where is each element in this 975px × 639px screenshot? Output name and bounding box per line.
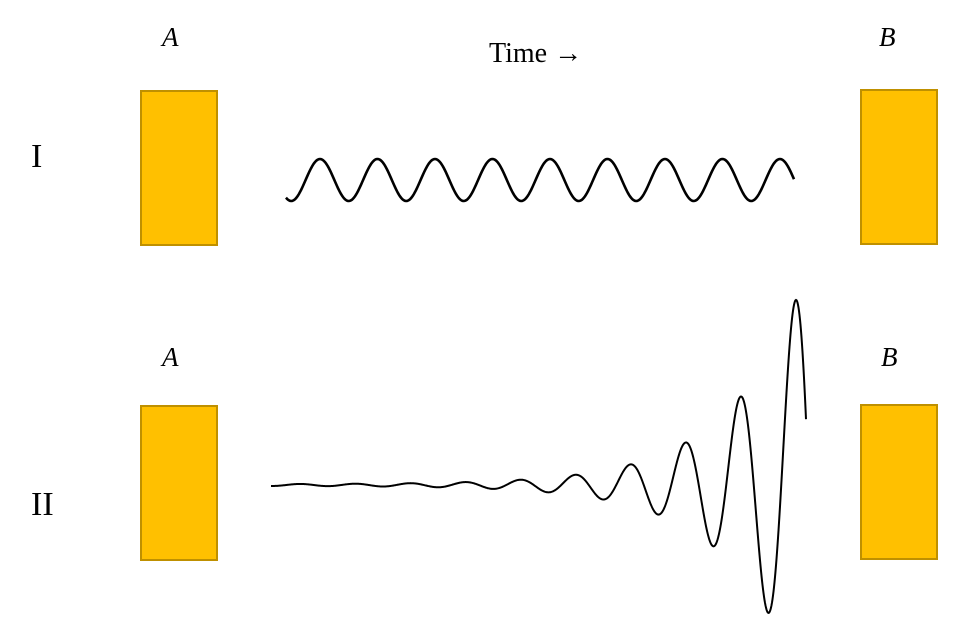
label-B-row-2: B <box>881 342 898 372</box>
label-A-row-1: A <box>162 22 179 52</box>
wave-row-2 <box>270 298 807 615</box>
box-B-row-2 <box>860 404 938 560</box>
label-A-row-2: A <box>162 342 179 372</box>
label-B-row-1: B <box>879 22 896 52</box>
time-axis-label: Time → <box>489 38 583 69</box>
box-B-row-1 <box>860 89 938 245</box>
row-label-II: II <box>31 486 54 523</box>
box-A-row-2 <box>140 405 218 561</box>
box-A-row-1 <box>140 90 218 246</box>
wave-row-1 <box>285 157 796 203</box>
row-label-I: I <box>31 138 43 175</box>
